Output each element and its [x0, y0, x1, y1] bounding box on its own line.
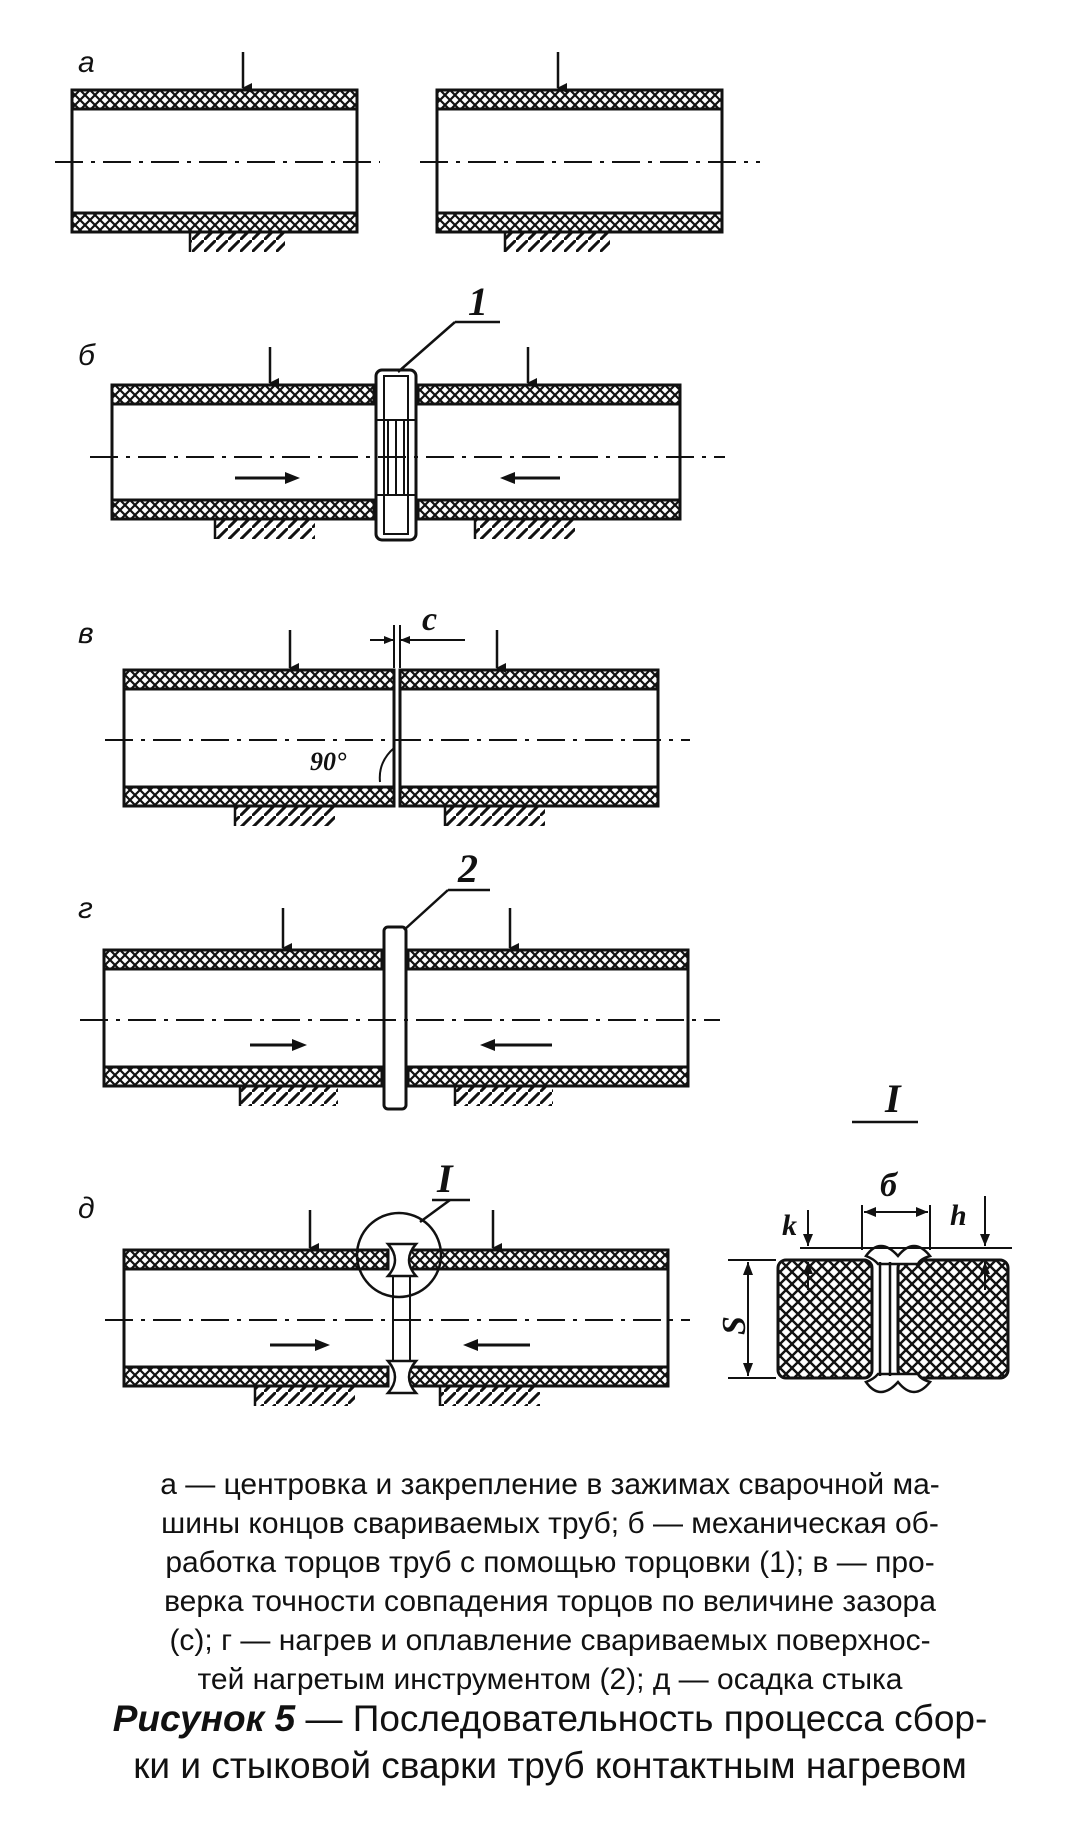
welding-sequence-diagram: а б: [55, 46, 1012, 1406]
support-clamp: [213, 517, 318, 539]
panel-e: д: [78, 1156, 690, 1406]
callout-I: I: [436, 1156, 454, 1201]
facing-tool: [374, 368, 418, 542]
caption-line-1: Рисунок 5 — Последовательность процесса …: [60, 1695, 1040, 1742]
caption-title-part1: — Последовательность процесса сбор-: [295, 1698, 988, 1739]
detail-title: I: [884, 1076, 902, 1121]
callout-leader: [397, 321, 456, 373]
weld-bead: [385, 1242, 419, 1395]
legend-line: верка точности совпадения торцов по вели…: [164, 1585, 936, 1618]
legend-line: а — центровка и закрепление в зажимах св…: [160, 1468, 940, 1501]
panel-a: а: [55, 46, 760, 252]
panel-d: г: [78, 846, 720, 1111]
feed-arrow-left: [500, 472, 560, 484]
panel-label-e: д: [78, 1192, 95, 1225]
pipe-left: [102, 948, 384, 1088]
legend-line: работка торцов труб с помощью торцовки (…: [165, 1546, 935, 1579]
legend-line: (с); г — нагрев и оплавление свариваемых…: [169, 1624, 931, 1657]
pipe-right: [406, 948, 690, 1088]
feed-arrow-right: [270, 1339, 330, 1351]
pipe-left: [122, 1248, 390, 1388]
pipe-right: [398, 668, 660, 808]
panel-c: в с 90°: [78, 601, 690, 826]
figure-legend: а — центровка и закрепление в зажимах св…: [70, 1465, 1030, 1699]
support-clamp: [438, 1384, 543, 1406]
panel-label-c: в: [78, 617, 94, 650]
dim-label-S: S: [716, 1316, 753, 1335]
support-clamp: [503, 230, 612, 252]
support-clamp: [253, 1384, 358, 1406]
gap-dimension: [370, 625, 465, 668]
feed-arrow-right: [250, 1039, 307, 1051]
dim-label-h: h: [950, 1199, 967, 1232]
pipe-left: [70, 88, 359, 234]
legend-line: тей нагретым инструментом (2); д — осадк…: [197, 1663, 903, 1696]
pipe-left: [122, 668, 396, 808]
angle-label: 90°: [310, 747, 347, 776]
panel-label-d: г: [78, 892, 93, 925]
callout-leader: [403, 889, 449, 931]
gap-label-c: с: [422, 601, 437, 638]
callout-leader: [419, 1198, 451, 1224]
panel-b: б: [78, 279, 725, 542]
right-angle-mark: [378, 747, 395, 783]
weld-bead: [864, 1244, 933, 1394]
dim-width: [861, 1205, 931, 1250]
feed-arrow-left: [463, 1339, 530, 1351]
dim-thickness: [728, 1259, 776, 1379]
detail-circle: [355, 1211, 443, 1299]
pipe-right: [416, 383, 682, 521]
support-clamp: [188, 230, 290, 252]
caption-title-part2: ки и стыковой сварки труб контактным наг…: [133, 1745, 967, 1786]
pipe-wall-right: [896, 1258, 1010, 1380]
pipe-wall-left: [776, 1258, 874, 1380]
heating-tool: [382, 925, 408, 1111]
detail-view-I: I S б: [716, 1076, 1012, 1394]
figure-caption: Рисунок 5 — Последовательность процесса …: [60, 1695, 1040, 1789]
callout-1: 1: [468, 279, 488, 324]
dim-left: [803, 1210, 813, 1290]
legend-line: шины концов свариваемых труб; б — механи…: [161, 1507, 939, 1540]
support-clamp: [233, 804, 338, 826]
support-clamp: [473, 517, 578, 539]
caption-label: Рисунок 5: [112, 1698, 296, 1739]
dim-label-b: б: [880, 1167, 899, 1204]
feed-arrow-left: [480, 1039, 552, 1051]
support-clamp: [453, 1084, 556, 1106]
feed-arrow-right: [235, 472, 300, 484]
support-clamp: [238, 1084, 340, 1106]
dim-label-k: k: [782, 1209, 797, 1242]
panel-label-a: а: [78, 46, 95, 79]
support-clamp: [443, 804, 548, 826]
pipe-left: [110, 383, 376, 521]
pipe-right: [400, 1248, 670, 1388]
dim-right: [980, 1196, 990, 1290]
callout-2: 2: [457, 846, 478, 891]
panel-label-b: б: [78, 339, 96, 372]
